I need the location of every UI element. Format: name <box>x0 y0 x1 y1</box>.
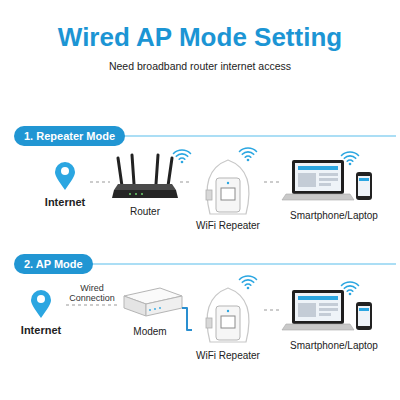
device-node: Internet <box>40 160 90 208</box>
led <box>141 193 143 195</box>
network-cable <box>182 308 192 330</box>
pin-shape <box>31 290 51 318</box>
device-node: WiFi Repeater <box>192 278 264 362</box>
node-text: Smartphone/Laptop <box>290 210 378 222</box>
pin-shape <box>55 162 75 190</box>
node-text: Modem <box>133 326 166 338</box>
section-rule <box>60 263 396 265</box>
led <box>159 307 161 309</box>
antenna <box>118 158 122 186</box>
device-node: Router <box>110 152 180 218</box>
modem-icon <box>124 288 182 316</box>
device-node: Smartphone/Laptop <box>282 280 386 352</box>
led <box>135 193 137 195</box>
led <box>149 309 151 311</box>
device-node: Modem <box>118 282 182 338</box>
led <box>154 308 156 310</box>
laptop-phone-icon <box>282 290 372 330</box>
modem-side <box>146 296 182 316</box>
wifi-symbol <box>342 152 359 165</box>
router-icon <box>112 155 178 198</box>
node-text: Internet <box>21 324 61 336</box>
edge-label: Wired Connection <box>66 283 118 303</box>
mode-tab: 2. AP Mode <box>14 254 93 274</box>
node-text: 2. AP Mode <box>24 258 83 270</box>
laptop-phone-icon <box>282 160 372 200</box>
node-text: WiFi Repeater <box>196 350 260 362</box>
dashed-connector <box>90 181 110 182</box>
device-node: Smartphone/Laptop <box>282 150 386 222</box>
antenna <box>132 155 134 184</box>
router-top <box>114 184 176 190</box>
router-body <box>112 190 178 198</box>
device-node: Internet <box>16 288 66 336</box>
location-pin <box>31 290 51 318</box>
dashed-connector <box>180 181 192 182</box>
dashed-connector <box>264 309 282 310</box>
mode-tab: 1. Repeater Mode <box>14 126 125 146</box>
node-text: Router <box>130 206 160 218</box>
wifi-symbol <box>240 276 257 289</box>
subtitle: Need broadband router internet access <box>0 60 400 72</box>
node-text: 1. Repeater Mode <box>24 130 115 142</box>
title: Wired AP Mode Setting <box>0 22 400 53</box>
pin-hole <box>37 295 45 303</box>
device-node: WiFi Repeater <box>192 150 264 232</box>
node-text: Internet <box>45 196 85 208</box>
wifi-symbol <box>342 282 359 295</box>
location-pin <box>55 162 75 190</box>
repeater-icon <box>206 160 249 214</box>
node-text: Smartphone/Laptop <box>290 340 378 352</box>
wifi-symbol <box>174 150 191 163</box>
antenna <box>156 155 158 184</box>
dashed-connector <box>264 181 282 182</box>
modem-front <box>124 296 146 316</box>
led <box>129 193 131 195</box>
antenna <box>168 158 172 186</box>
node-text: WiFi Repeater <box>196 220 260 232</box>
repeater-icon <box>206 288 249 342</box>
wifi-symbol <box>240 148 257 161</box>
dashed-connector <box>66 304 118 305</box>
pin-hole <box>61 167 69 175</box>
